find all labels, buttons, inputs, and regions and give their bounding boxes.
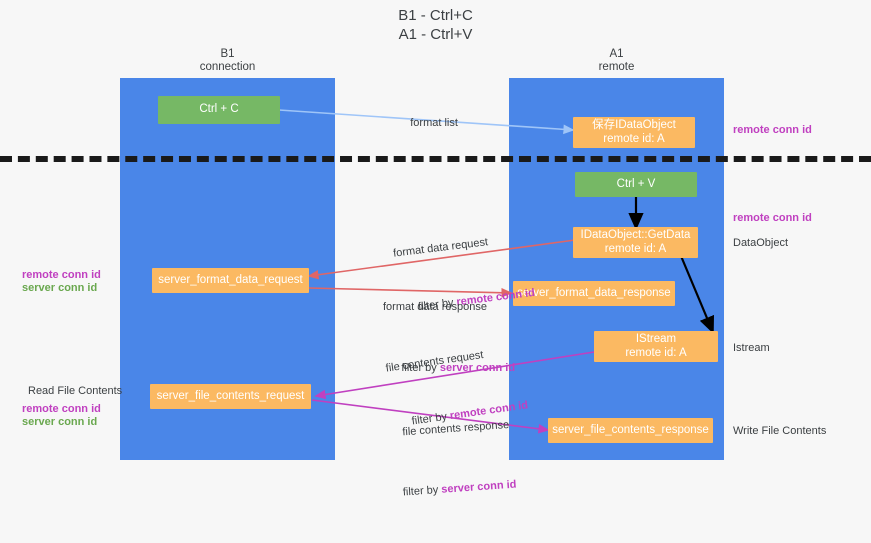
- edge-label-format-data-response-line1: format data response: [383, 301, 487, 313]
- diagram-canvas: B1 - Ctrl+C A1 - Ctrl+V B1 connection A1…: [0, 7, 871, 498]
- edge-label-format-list: format list: [398, 102, 458, 144]
- node-server-file-contents-request[interactable]: server_file_contents_request: [150, 384, 311, 409]
- right-label-remote-conn-id-top: remote conn id: [733, 124, 812, 136]
- edge-label-file-contents-response-line2: filter by server conn id: [383, 464, 518, 515]
- edge-label-format-data-response-line2: filter by server conn id: [383, 347, 515, 389]
- right-label-istream: Istream: [733, 342, 770, 354]
- left-label-server-conn-id-2: server conn id: [22, 416, 98, 428]
- edge-label-format-list-line1: format list: [410, 117, 458, 129]
- node-ctrl-c[interactable]: Ctrl + C: [158, 96, 280, 124]
- filter-by-text: filter by: [402, 483, 442, 499]
- left-label-remote-conn-id-1: remote conn id: [22, 269, 101, 281]
- filter-by-text: filter by: [401, 362, 440, 374]
- edge-label-file-contents-response: file contents response filter by server …: [378, 390, 520, 543]
- lane-header-a1: A1 remote: [598, 48, 635, 73]
- node-server-format-data-response[interactable]: server_format_data_response: [513, 281, 675, 306]
- right-label-dataobject: DataObject: [733, 237, 789, 249]
- right-label-write-file-contents: Write File Contents: [733, 425, 827, 437]
- left-label-read-file-contents: Read File Contents: [28, 385, 123, 397]
- edge-label-format-data-request-line1: format data request: [392, 236, 489, 260]
- node-ctrl-v[interactable]: Ctrl + V: [575, 172, 697, 197]
- highlight-server-conn-id: server conn id: [439, 362, 516, 374]
- edge-label-file-contents-request-line1: file contents request: [385, 349, 485, 375]
- left-label-server-conn-id-1: server conn id: [22, 282, 98, 294]
- page-title: B1 - Ctrl+C A1 - Ctrl+V: [398, 7, 473, 43]
- node-istream[interactable]: IStream remote id: A: [594, 331, 718, 362]
- edge-label-format-data-response: format data response filter by server co…: [383, 272, 515, 417]
- right-label-remote-conn-id-mid: remote conn id: [733, 212, 812, 224]
- edge-label-file-contents-response-line1: file contents response: [401, 418, 510, 439]
- left-label-remote-conn-id-2: remote conn id: [22, 403, 101, 415]
- node-server-format-data-request[interactable]: server_format_data_request: [152, 268, 309, 293]
- node-save-idataobject[interactable]: 保存IDataObject remote id: A: [573, 117, 695, 148]
- section-divider: [0, 156, 871, 162]
- node-server-file-contents-response[interactable]: server_file_contents_response: [548, 418, 713, 443]
- node-idataobject-getdata[interactable]: IDataObject::GetData remote id: A: [573, 227, 698, 258]
- highlight-server-conn-id: server conn id: [440, 478, 517, 496]
- lane-header-b1: B1 connection: [199, 48, 256, 73]
